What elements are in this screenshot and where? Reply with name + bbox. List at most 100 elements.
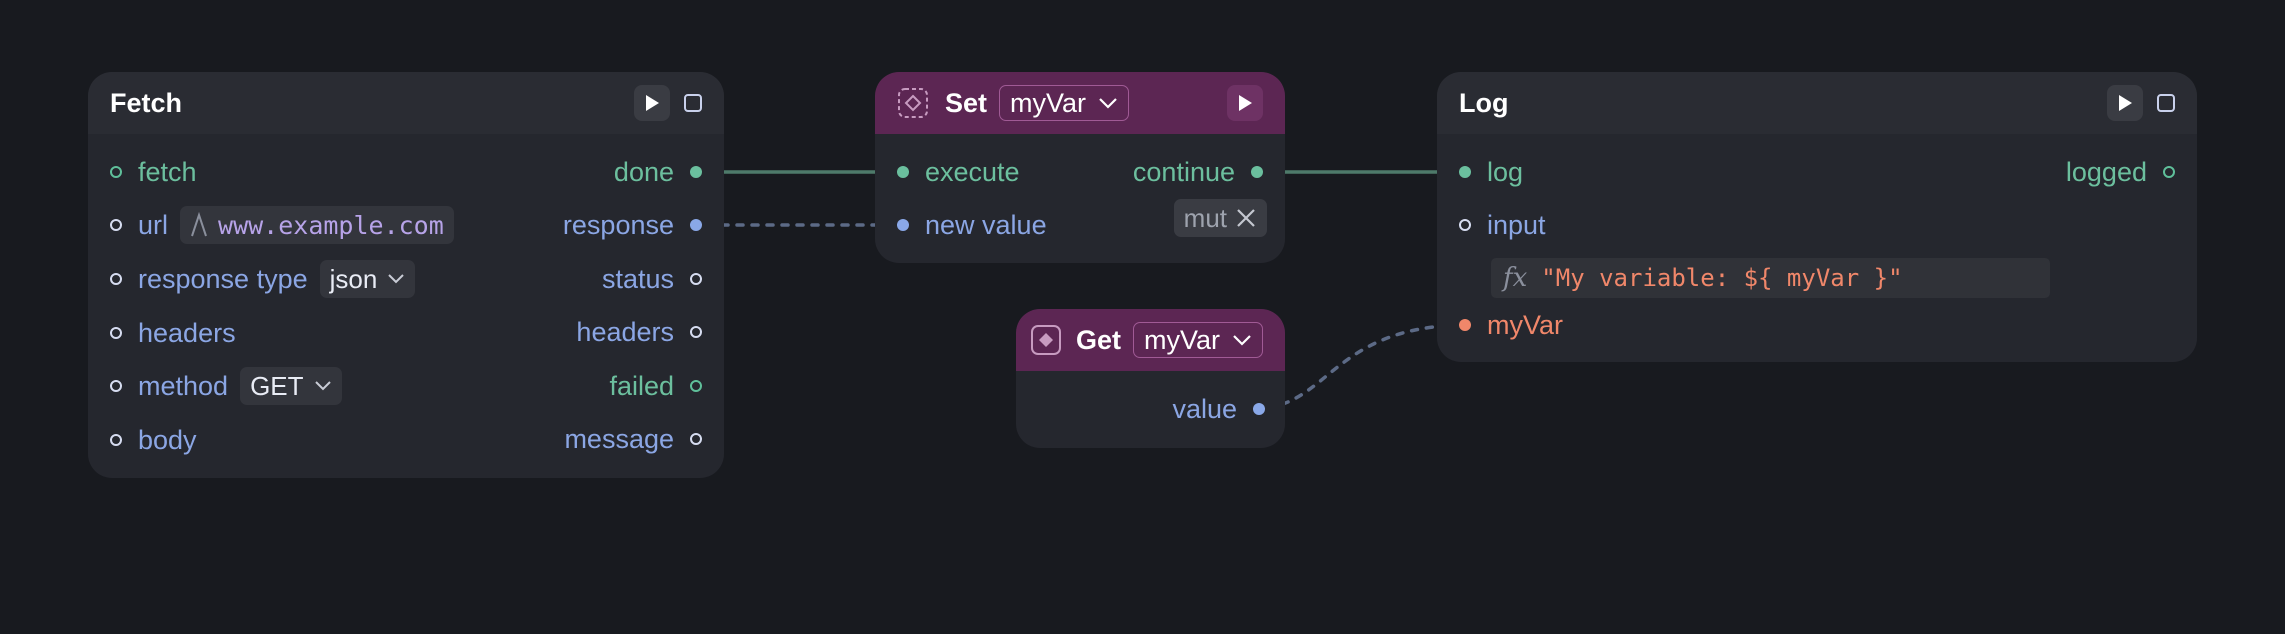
port-label: method [138,370,229,401]
output-row-headers: headers [576,312,702,352]
output-row-response: response [563,205,702,245]
port-label: fetch [138,156,197,187]
data-input-port[interactable] [1459,319,1471,331]
url-input[interactable]: www.example.com [180,206,454,244]
chevron-down-icon [314,381,331,391]
data-input-port[interactable] [110,327,122,339]
run-button[interactable] [1227,85,1263,121]
exec-output-port[interactable] [690,166,702,178]
exec-output-port[interactable] [1251,166,1263,178]
fetch-node[interactable]: Fetch fetch url www.example.com [88,72,724,478]
data-output-port[interactable] [690,273,702,285]
set-node[interactable]: Set myVar execute new value continue mut [875,72,1285,263]
formula-text: "My variable: ${ myVar }" [1541,264,1903,292]
port-label: myVar [1487,309,1564,340]
select-value: myVar [1010,87,1087,118]
data-output-port[interactable] [690,433,702,445]
input-row-response-type: response type json [110,259,416,299]
node-title: Get [1076,324,1122,355]
output-row-status: status [602,259,702,299]
play-icon [1239,95,1252,111]
data-input-port[interactable] [1459,219,1471,231]
exec-output-port[interactable] [2163,166,2175,178]
input-row-headers: headers [110,313,236,353]
mut-badge[interactable]: mut [1173,199,1267,237]
output-row-failed: failed [609,366,702,406]
node-title: Log [1459,87,1509,118]
diamond-icon [1030,324,1062,356]
dashed-diamond-icon [897,87,929,119]
response-type-select[interactable]: json [319,260,416,298]
input-row-new-value: new value [897,205,1047,245]
data-output-port[interactable] [690,219,702,231]
port-label: input [1487,209,1546,240]
play-icon [2119,95,2132,111]
get-node[interactable]: Get myVar value [1016,309,1285,448]
data-input-port[interactable] [110,219,122,231]
data-output-port[interactable] [690,326,702,338]
input-row-input: input [1459,205,1546,245]
data-input-port[interactable] [897,219,909,231]
input-row-log: log [1459,152,1523,192]
method-select[interactable]: GET [240,367,342,405]
data-output-port[interactable] [1253,403,1265,415]
input-row-method: method GET [110,366,342,406]
input-row-url: url www.example.com [110,205,454,245]
select-value: myVar [1144,324,1221,355]
port-label: body [138,424,197,455]
play-icon [646,95,659,111]
fetch-node-header[interactable]: Fetch [88,72,724,134]
output-row-message: message [564,419,702,459]
stop-button[interactable] [2157,94,2175,112]
exec-input-port[interactable] [897,166,909,178]
chevron-down-icon [388,274,405,284]
port-label: message [564,423,674,454]
port-label: continue [1132,156,1235,187]
set-node-header[interactable]: Set myVar [875,72,1285,134]
url-value: www.example.com [218,210,444,240]
port-label: response [562,209,674,240]
input-row-execute: execute [897,152,1020,192]
data-input-port[interactable] [110,273,122,285]
output-row-continue: continue [1133,152,1263,192]
output-row-done: done [614,152,702,192]
close-icon[interactable] [1235,207,1257,229]
function-icon: fx [1503,263,1528,293]
node-title: Set [945,87,988,118]
node-title: Fetch [110,87,183,118]
data-input-port[interactable] [110,380,122,392]
input-row-myvar: myVar [1459,305,1563,345]
log-node[interactable]: Log log input fx "My variable: ${ myVar … [1437,72,2197,362]
output-row-value: value [1172,389,1265,429]
port-label: execute [925,156,1020,187]
select-value: json [329,263,378,294]
wire-get-value-to-log-myvar [1251,323,1470,411]
chevron-down-icon [1099,98,1117,109]
get-node-header[interactable]: Get myVar [1016,309,1285,371]
port-label: value [1172,393,1237,424]
port-label: headers [576,316,674,347]
exec-input-port[interactable] [110,166,122,178]
port-label: failed [609,370,674,401]
stop-button[interactable] [684,94,702,112]
formula-input[interactable]: fx "My variable: ${ myVar }" [1491,258,2050,298]
port-label: new value [925,209,1047,240]
exec-output-port[interactable] [690,380,702,392]
port-label: log [1487,156,1524,187]
port-label: done [613,156,674,187]
chevron-down-icon [1233,335,1251,346]
input-row-fetch: fetch [110,152,197,192]
run-button[interactable] [634,85,670,121]
output-row-logged: logged [2066,152,2175,192]
string-type-icon [190,212,208,238]
exec-input-port[interactable] [1459,166,1471,178]
port-label: url [138,209,169,240]
run-button[interactable] [2107,85,2143,121]
data-input-port[interactable] [110,434,122,446]
port-label: response type [138,263,308,294]
port-label: logged [2065,156,2147,187]
log-node-header[interactable]: Log [1437,72,2197,134]
variable-select[interactable]: myVar [999,85,1130,121]
variable-select[interactable]: myVar [1133,322,1264,358]
